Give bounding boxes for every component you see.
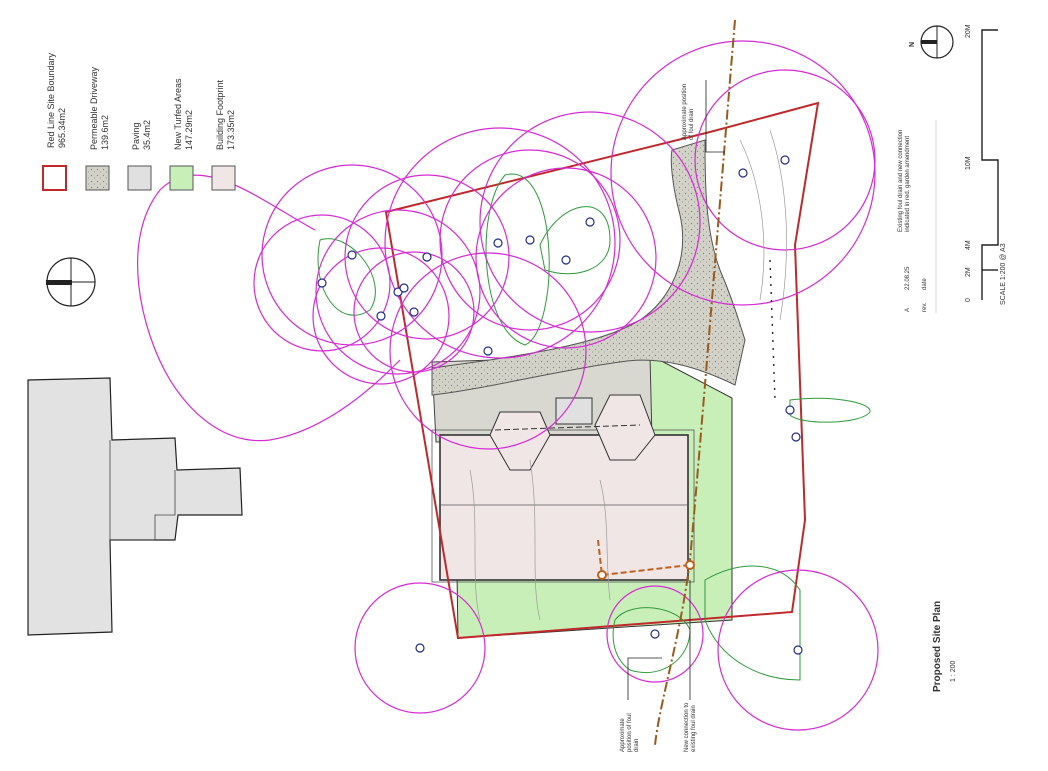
revision-date-header: date <box>922 278 928 290</box>
legend-swatch-3 <box>169 165 194 191</box>
hedge-outline-4 <box>789 397 871 423</box>
scale-tick-2m: 2M <box>965 267 972 277</box>
annotation-new-connection: New connection to existing foul drain <box>684 702 697 752</box>
north-arrow <box>920 25 954 59</box>
revision-date: 22.08.25 <box>905 266 911 290</box>
bay-window-right <box>594 394 656 461</box>
permeable-driveway <box>431 139 746 396</box>
north-label: N <box>909 41 916 47</box>
new-drain-connection <box>597 539 691 577</box>
scale-tick-0: 0 <box>965 298 972 302</box>
revision-rev: A <box>905 307 911 312</box>
tree-markers <box>317 155 803 655</box>
neighbour-building <box>27 377 243 636</box>
legend-swatch-1 <box>85 165 110 191</box>
revision-rev-header: rev. <box>922 302 928 312</box>
building-footprint <box>439 434 689 581</box>
porch-paving <box>555 397 593 425</box>
legend-swatch-4 <box>211 165 236 191</box>
annotation-foul-drain-top: Approximate position of foul drain <box>682 83 695 140</box>
revision-description: Existing foul drain and new connection i… <box>898 129 911 232</box>
neighbour-annex <box>109 440 176 541</box>
scale-tick-20m: 20M <box>965 24 972 38</box>
red-line-site-boundary <box>384 101 820 640</box>
legend-swatch-2 <box>127 165 152 191</box>
hedge-outline-3 <box>317 238 376 316</box>
foul-drain-line <box>654 19 736 746</box>
hedge-outline-2 <box>485 173 550 346</box>
scale-caption: SCALE 1:200 @ A3 <box>1000 243 1007 305</box>
north-arrow-small <box>46 257 96 307</box>
drawing-scale: 1 : 200 <box>950 660 957 682</box>
hedge-outline-6 <box>612 607 691 674</box>
tree-canopies <box>137 40 879 731</box>
drawing-title: Proposed Site Plan <box>932 600 943 692</box>
hedge-outline-1 <box>539 206 611 275</box>
legend-swatches <box>42 165 236 191</box>
bay-window-left <box>489 411 551 471</box>
scale-bar <box>981 29 999 300</box>
legend-swatch-0 <box>42 165 67 191</box>
annotation-foul-drain-bottom: Approximate position of foul drain <box>620 713 640 752</box>
hedge-outline-5 <box>704 565 801 681</box>
scale-tick-10m: 10M <box>965 156 972 170</box>
scale-tick-4m: 4M <box>965 240 972 250</box>
